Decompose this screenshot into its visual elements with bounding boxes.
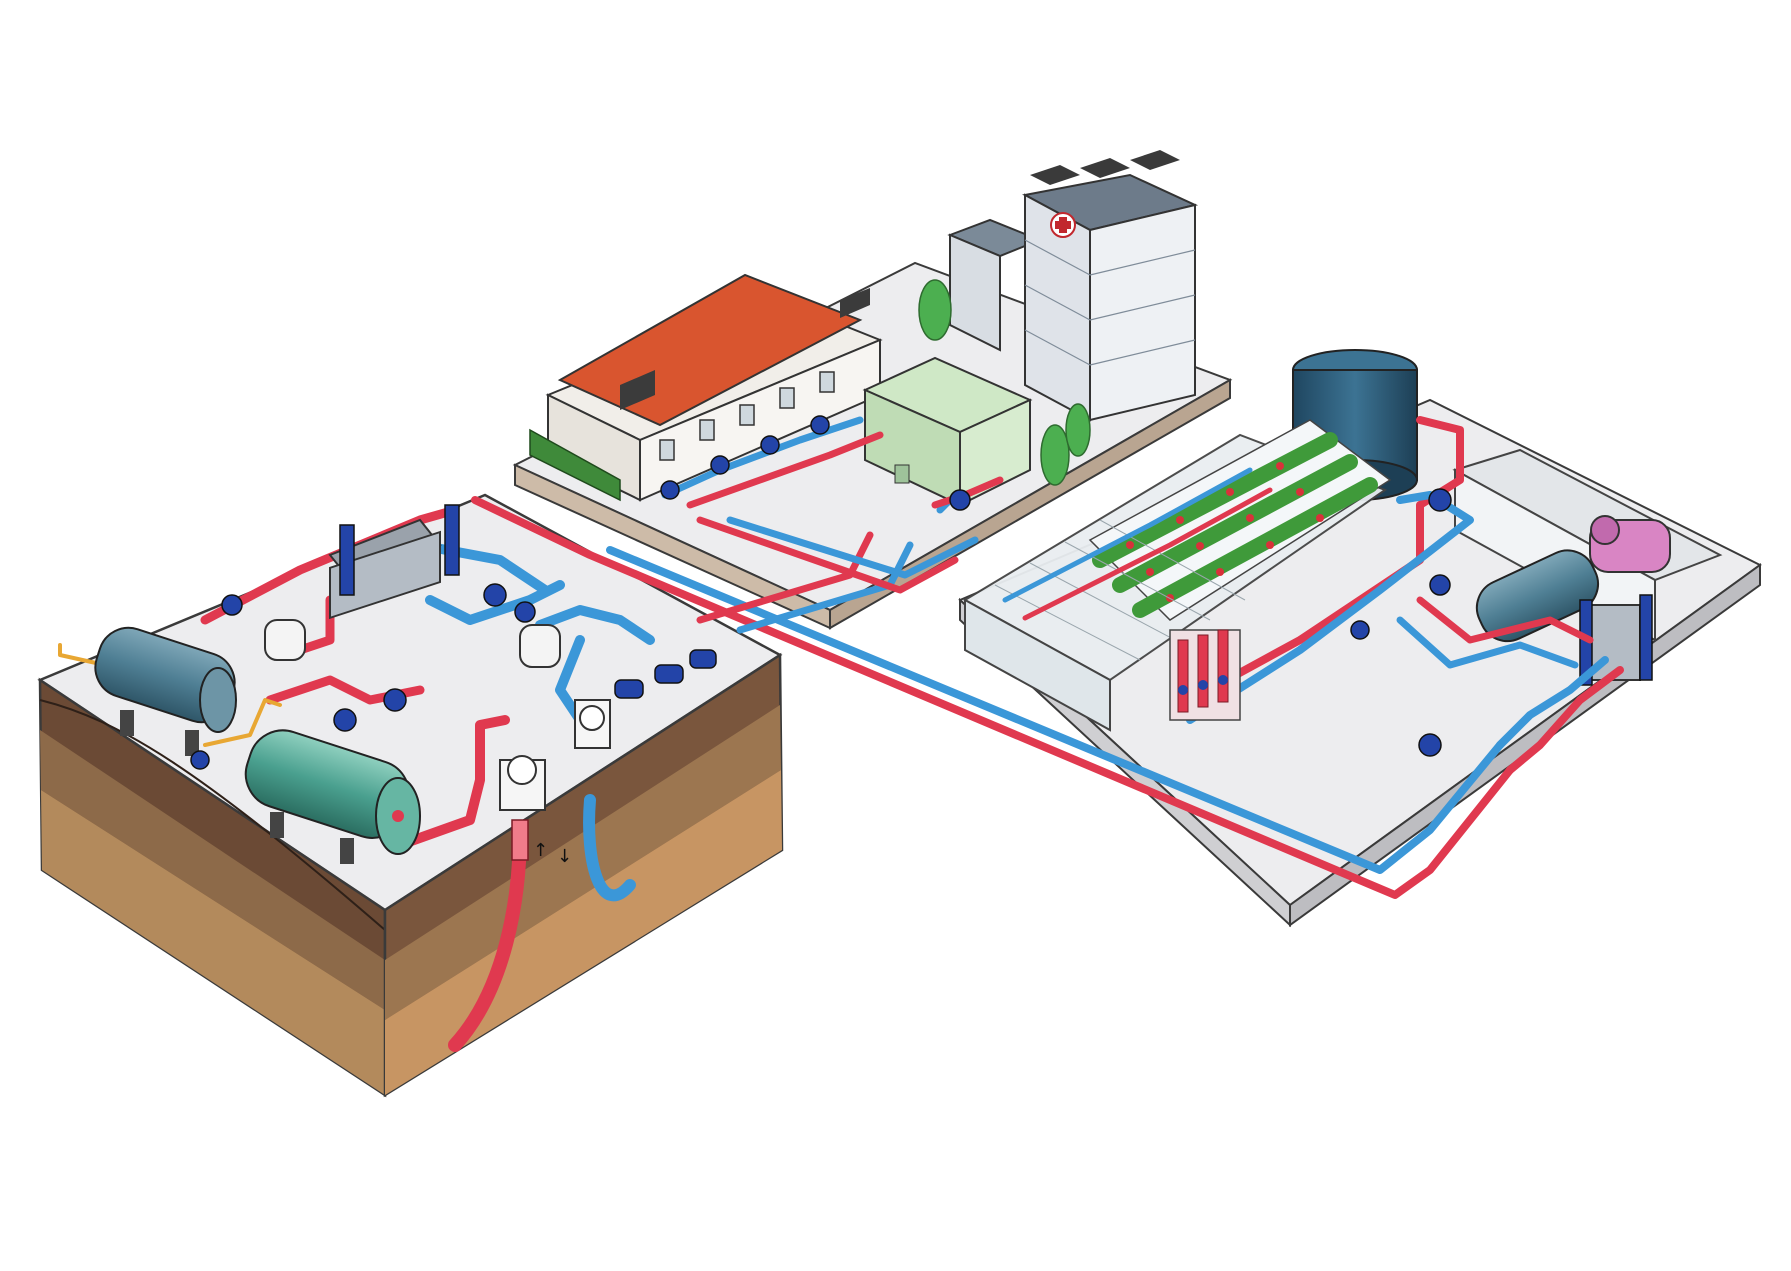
- greenhouse-manifold: [1170, 630, 1240, 720]
- down-arrow-icon: ↓: [557, 846, 572, 867]
- up-arrow-icon: ↑: [533, 840, 548, 861]
- red-cross-icon: [1051, 213, 1075, 237]
- pink-gas-engine: [1590, 516, 1670, 572]
